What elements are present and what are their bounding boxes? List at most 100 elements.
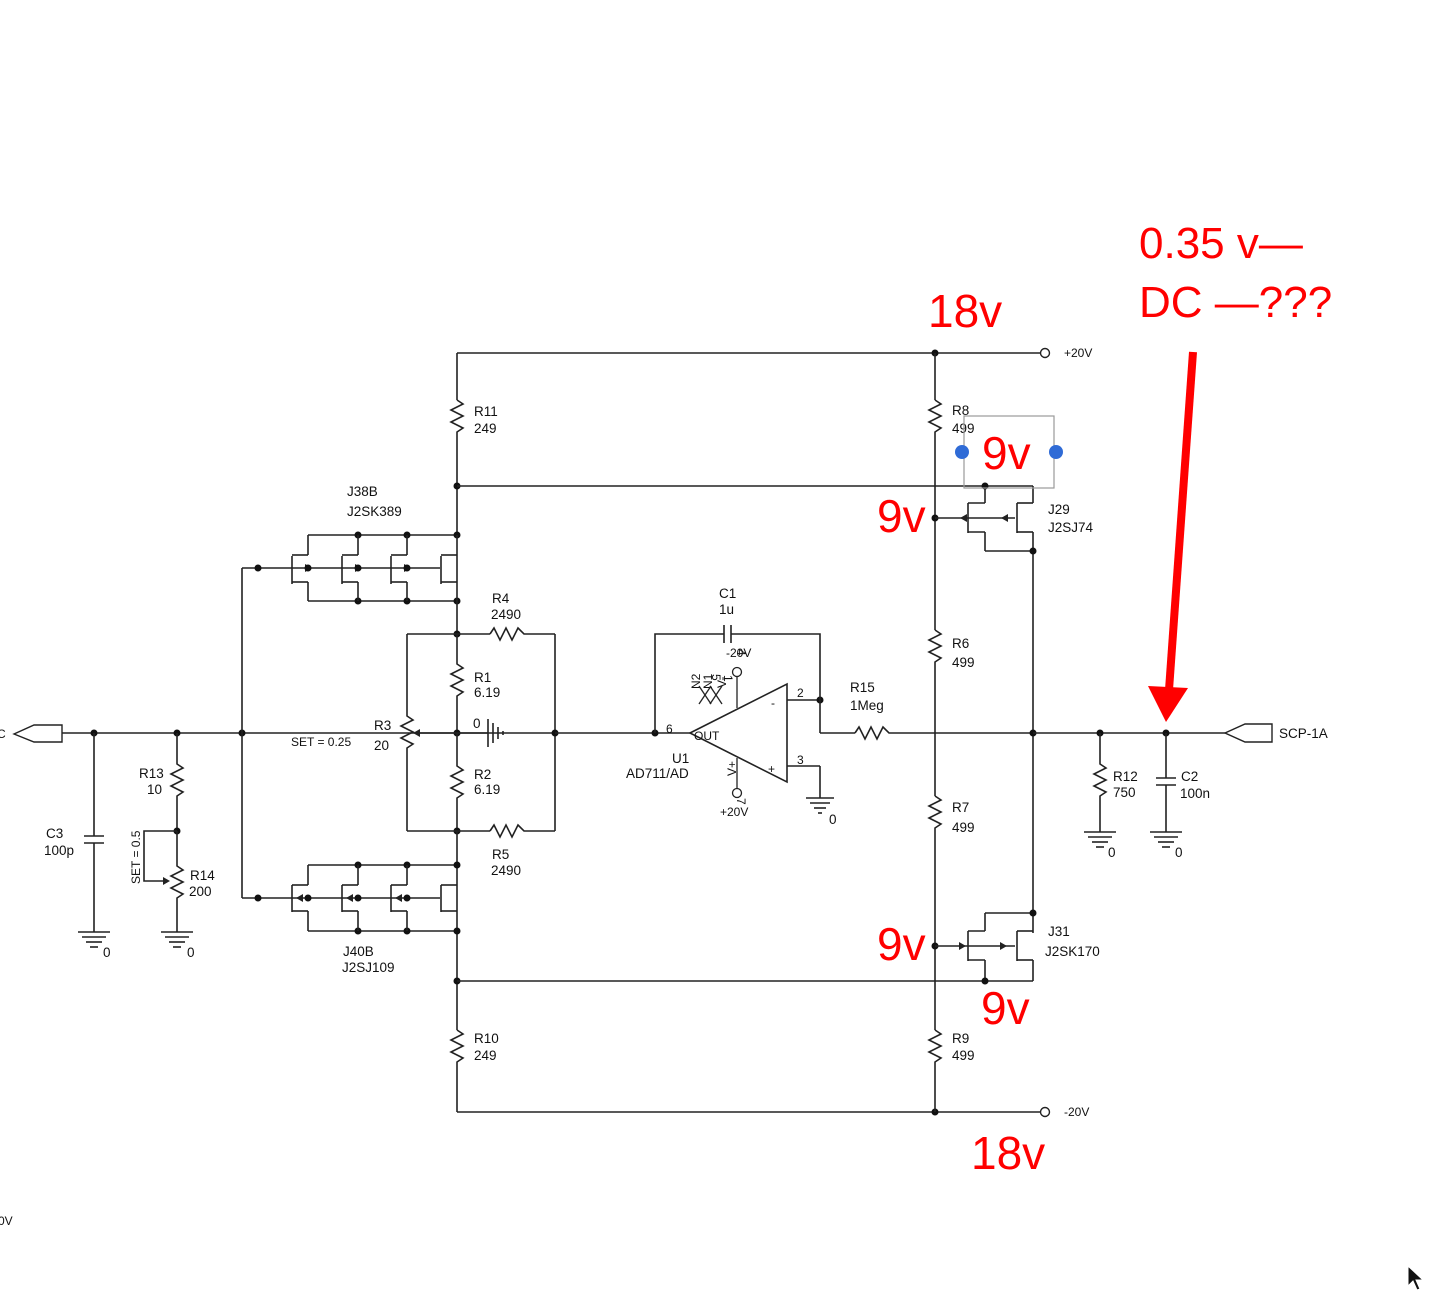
u1-ref: U1: [672, 751, 689, 766]
j38b-ref: J38B: [347, 484, 378, 499]
jfet-array-j38b: R11 249 J38B J2SK389: [290, 353, 1033, 634]
u1-part: AD711/AD: [626, 766, 689, 781]
opamp-supply-pos: +20V: [720, 805, 748, 819]
r2-ref: R2: [474, 767, 491, 782]
capacitor-c1: C1 1u: [654, 586, 821, 733]
r14-ref: R14: [190, 868, 215, 883]
input-port: C: [0, 724, 63, 743]
r10-ref: R10: [474, 1031, 499, 1046]
j31-ref: J31: [1048, 924, 1070, 939]
opamp-pin4: 4: [734, 649, 748, 656]
r6-value: 499: [952, 655, 975, 670]
annotation-output-note-line1[interactable]: 0.35 v—: [1139, 219, 1303, 268]
ground-c2-label: 0: [1175, 845, 1183, 860]
r7-ref: R7: [952, 800, 969, 815]
annotation-j31-gate[interactable]: 9v: [877, 918, 926, 970]
r1-value: 6.19: [474, 685, 500, 700]
bridge-network: R4 2490 R1 6.19 R2 6.19 R3 20 SET = 0.25…: [291, 591, 559, 878]
c2-ref: C2: [1181, 769, 1198, 784]
r4-ref: R4: [492, 591, 510, 606]
annotation-arrow[interactable]: [1148, 351, 1197, 722]
annotation-r8-node[interactable]: 9v: [982, 427, 1031, 479]
jfet-array-j40b: R10 249 J40B J2SJ109: [290, 831, 1033, 1112]
ground-r12-label: 0: [1108, 845, 1116, 860]
r9-value: 499: [952, 1048, 975, 1063]
opamp-pin7: 7: [734, 798, 748, 805]
annotation-bottom-rail[interactable]: 18v: [971, 1127, 1045, 1179]
r12-value: 750: [1113, 785, 1136, 800]
opamp-pin6: 6: [666, 722, 673, 736]
annotation-j29-gate[interactable]: 9v: [877, 490, 926, 542]
output-port-label: SCP-1A: [1279, 726, 1328, 741]
c1-value: 1u: [719, 602, 734, 617]
text-selection-box[interactable]: [955, 415, 1063, 489]
c3-value: 100p: [44, 843, 74, 858]
neg-rail-label: -20V: [1064, 1105, 1089, 1119]
opamp-minus: -: [771, 696, 775, 710]
selection-handle-right[interactable]: [1049, 445, 1063, 459]
c1-ref: C1: [719, 586, 736, 601]
opamp-vneg: V-: [715, 677, 729, 688]
annotation-top-rail[interactable]: 18v: [928, 285, 1002, 337]
pos-rail-label: +20V: [1064, 346, 1092, 360]
ground-c3-label: 0: [103, 945, 111, 960]
r13-value: 10: [147, 782, 162, 797]
r13-ref: R13: [139, 766, 164, 781]
r14-value: 200: [189, 884, 212, 899]
r2-value: 6.19: [474, 782, 500, 797]
jfet-j29: J29 J2SJ74: [935, 482, 1094, 733]
opamp-n2: N2: [689, 673, 703, 689]
r3-ref: R3: [374, 718, 391, 733]
c2-value: 100n: [1180, 786, 1210, 801]
r9-ref: R9: [952, 1031, 969, 1046]
r6-ref: R6: [952, 636, 969, 651]
ground-r14-label: 0: [187, 945, 195, 960]
c3-ref: C3: [46, 826, 63, 841]
r8-ref: R8: [952, 403, 969, 418]
mouse-cursor-icon: [1407, 1264, 1425, 1290]
r3-value: 20: [374, 738, 389, 753]
r15-ref: R15: [850, 680, 875, 695]
bottom-left-fragment: 0V: [0, 1214, 13, 1228]
positive-rail: +20V: [457, 346, 1092, 360]
opamp-n1: N1: [701, 673, 715, 689]
ground-c3: 0: [78, 931, 111, 960]
mid-ground-label: 0: [473, 716, 481, 731]
opamp-supply-neg: -20V: [726, 646, 751, 660]
j29-part: J2SJ74: [1048, 520, 1094, 535]
j40b-part: J2SJ109: [342, 960, 395, 975]
opamp-vpos: V+: [725, 761, 739, 776]
selection-handle-left[interactable]: [955, 445, 969, 459]
capacitor-c3: C3 100p: [44, 733, 104, 932]
r3-set: SET = 0.25: [291, 735, 351, 749]
resistor-r13: R13 10: [139, 733, 185, 831]
r5-ref: R5: [492, 847, 509, 862]
r11-value: 249: [474, 421, 497, 436]
annotation-output-note-line2[interactable]: DC —???: [1139, 278, 1332, 327]
opamp-ground-label: 0: [829, 812, 837, 827]
opamp-plus: +: [768, 762, 775, 776]
opamp-pin1: 1: [721, 675, 735, 682]
resistor-ladder: R8 499 R6 499 R7 499 R9 499: [927, 353, 975, 1112]
resistor-r15: R15 1Meg: [820, 680, 1033, 741]
jfet-j31: J31 J2SK170: [935, 733, 1100, 985]
r4-value: 2490: [491, 607, 521, 622]
j29-ref: J29: [1048, 502, 1070, 517]
j38b-part: J2SK389: [347, 504, 402, 519]
r11-ref: R11: [474, 404, 498, 419]
output-network: R12 750 0 C2 100n 0 SCP-1A: [1029, 723, 1328, 860]
opamp-out-label: OUT: [694, 729, 720, 743]
r15-value: 1Meg: [850, 698, 884, 713]
r5-value: 2490: [491, 863, 521, 878]
potentiometer-r14: R14 200 SET = 0.5: [129, 830, 215, 932]
ground-r14: 0: [161, 931, 195, 960]
negative-rail: -20V: [457, 1105, 1089, 1119]
r7-value: 499: [952, 820, 975, 835]
r12-ref: R12: [1113, 769, 1138, 784]
opamp-pin5: 5: [709, 674, 723, 681]
opamp-pin3: 3: [797, 753, 804, 767]
annotation-j31-source[interactable]: 9v: [981, 982, 1030, 1034]
r10-value: 249: [474, 1048, 497, 1063]
r14-set: SET = 0.5: [129, 830, 143, 884]
